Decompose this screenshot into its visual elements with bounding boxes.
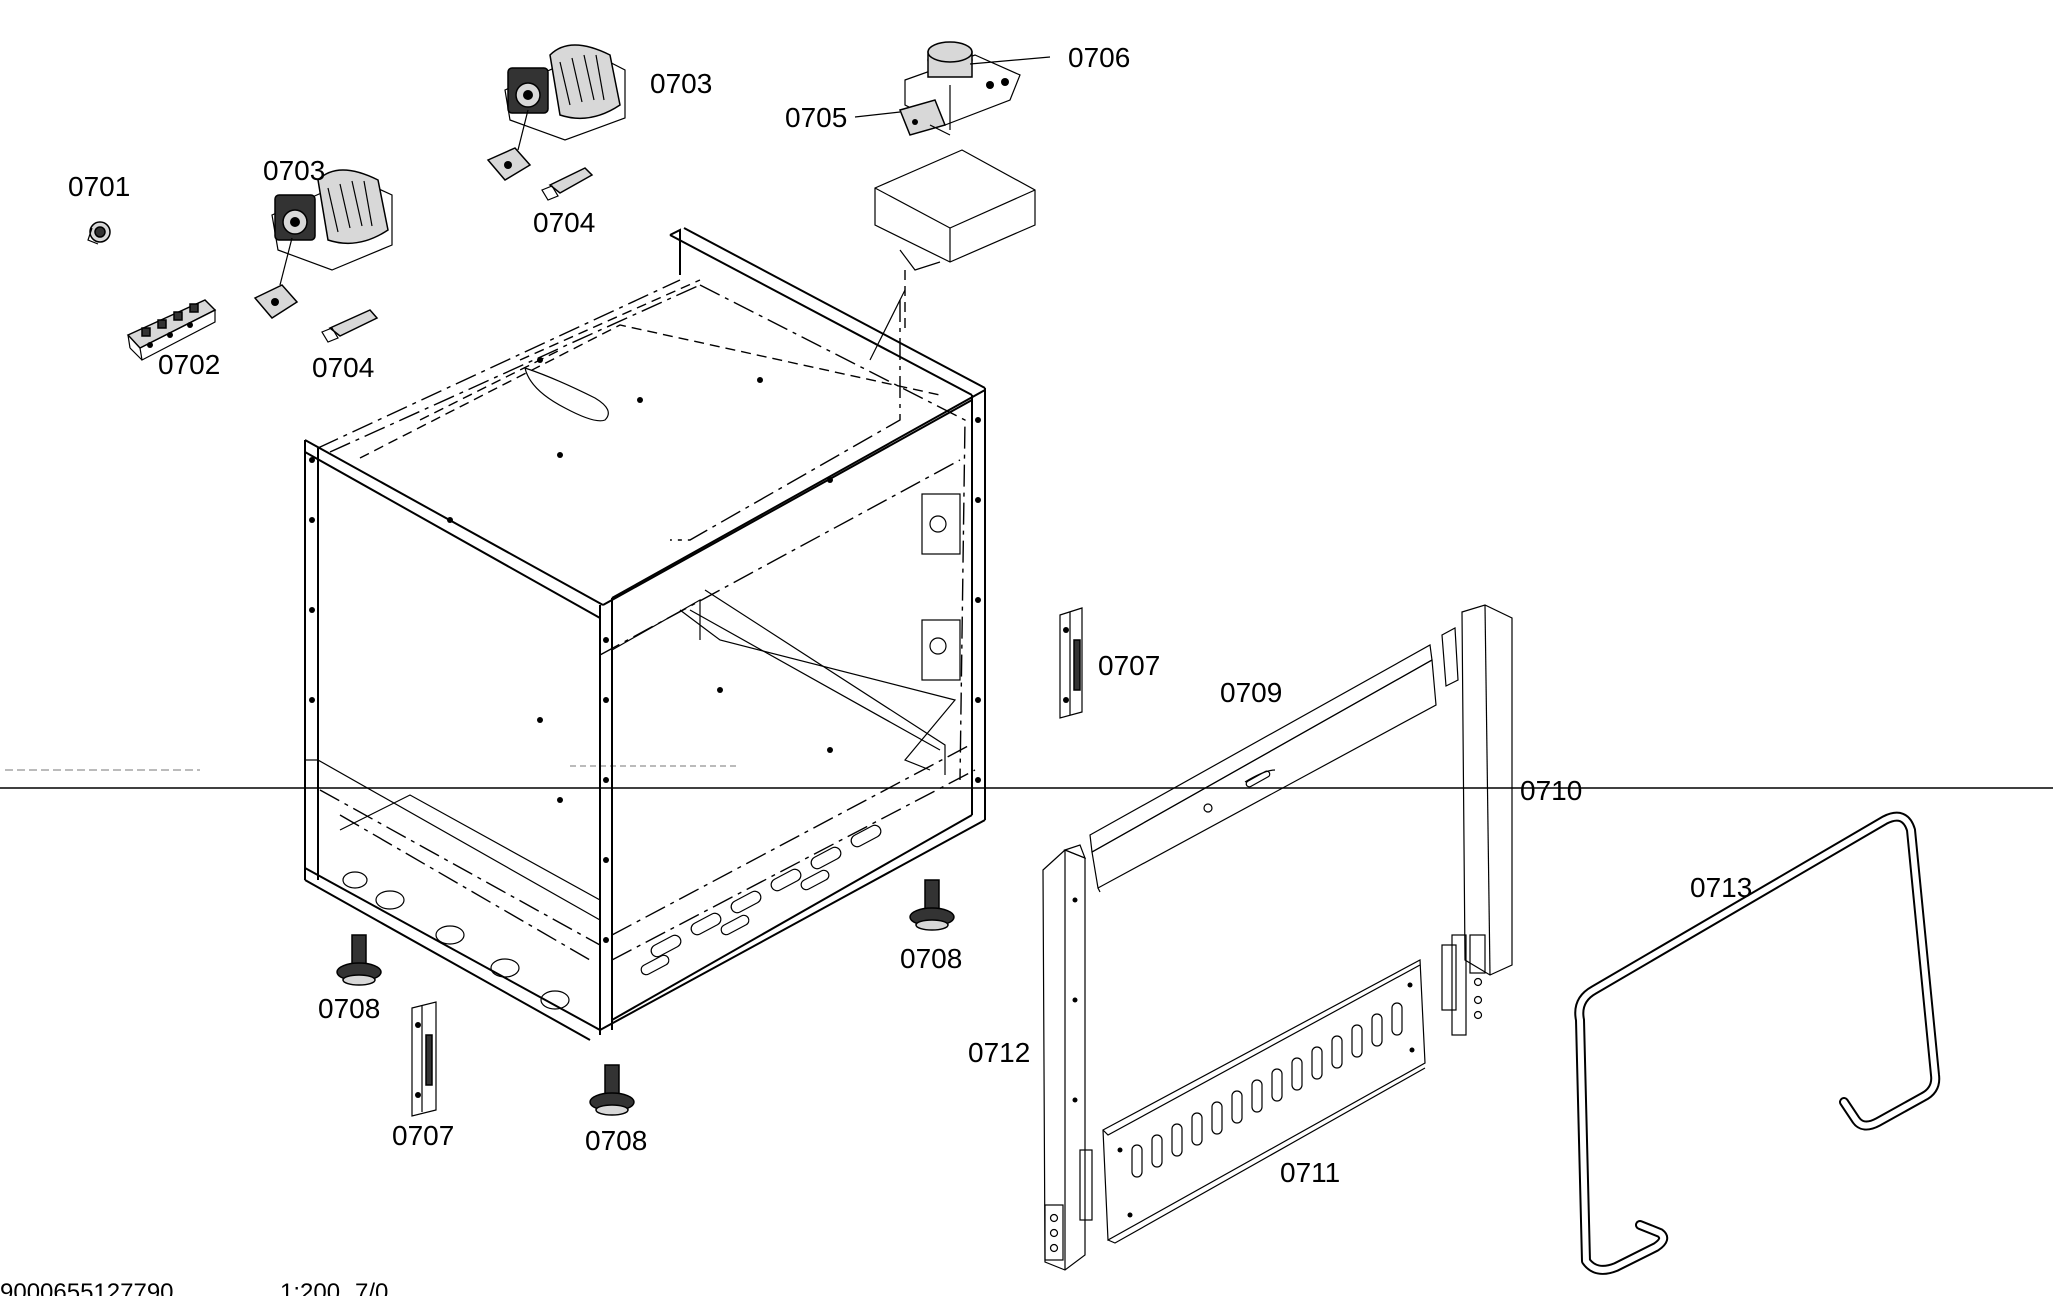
label-0704-upper: 0704 (533, 207, 595, 238)
footer-code: 9000655127790 (0, 1279, 174, 1296)
label-0708-left: 0708 (318, 993, 380, 1024)
footer-scale: 1:200 (280, 1279, 340, 1296)
label-0706: 0706 (1068, 42, 1130, 73)
label-0703-lower: 0703 (263, 155, 325, 186)
label-0712: 0712 (968, 1037, 1030, 1068)
part-0701-knob (87, 221, 111, 245)
part-0706-motor-assembly (904, 41, 1021, 130)
part-0707-hinge-left (411, 1001, 437, 1117)
part-0712-left-strip (1042, 844, 1093, 1271)
cabinet-frame (304, 227, 986, 1041)
part-0707-hinge-right (1059, 607, 1083, 719)
footer-sheet: 7/0 (355, 1279, 388, 1296)
part-0703-fan-motor-upper (486, 44, 626, 181)
label-0710: 0710 (1520, 775, 1582, 806)
part-0704-bracket-upper (541, 167, 594, 201)
leader-0705 (854, 111, 901, 118)
label-0704-lower: 0704 (312, 352, 374, 383)
label-0701: 0701 (68, 171, 130, 202)
part-0708-foot-c (589, 1064, 635, 1116)
rivet-dots (309, 357, 981, 943)
part-0708-foot-a (336, 934, 382, 986)
label-0713: 0713 (1690, 872, 1752, 903)
label-0702: 0702 (158, 349, 220, 380)
part-0702-terminal-block (126, 299, 217, 361)
part-0709-top-rail (1089, 644, 1437, 893)
label-0703-upper: 0703 (650, 68, 712, 99)
label-0705: 0705 (785, 102, 847, 133)
part-0705-switch (898, 99, 951, 136)
label-0711: 0711 (1280, 1157, 1340, 1188)
label-0709: 0709 (1220, 677, 1282, 708)
part-0710-right-strip (1441, 604, 1513, 1036)
label-0707-right: 0707 (1098, 650, 1160, 681)
label-0707-left: 0707 (392, 1120, 454, 1151)
part-0711-kick-panel (1102, 959, 1426, 1244)
part-0704-bracket-lower (321, 309, 379, 343)
label-0708-center: 0708 (585, 1125, 647, 1156)
leader-0706 (969, 56, 1051, 65)
bottom-slots (640, 824, 882, 976)
part-0713-tube-gasket (1574, 811, 1941, 1275)
motor-housing-box (869, 149, 1036, 361)
kick-panel-slots (1131, 1002, 1403, 1178)
label-0708-right: 0708 (900, 943, 962, 974)
part-0708-foot-b (909, 879, 955, 931)
part-0703-fan-motor-lower (253, 169, 393, 319)
